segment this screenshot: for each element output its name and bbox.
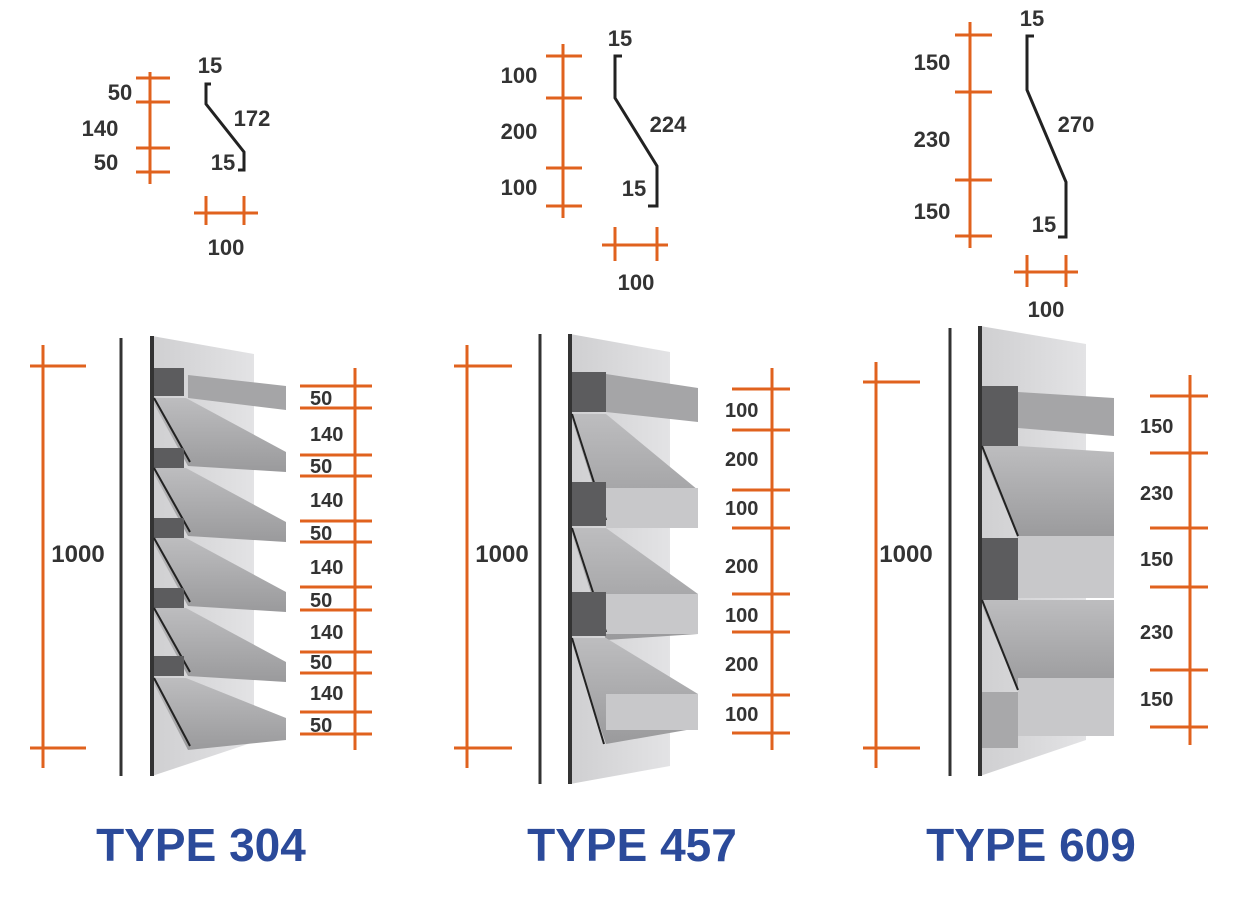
- type-609-blades: [981, 386, 1114, 748]
- type-457-profile-bottom-lip: 15: [622, 176, 646, 201]
- type-304-right-dim-5: 50: [310, 523, 332, 545]
- type-457-height-dim-line: [454, 345, 512, 768]
- type-304-profile-shape: [204, 82, 246, 172]
- type-304-right-dim-1: 50: [310, 388, 332, 410]
- type-457-group: 100 200 100 15 224 15 100 1000: [454, 26, 790, 784]
- type-304-profile-dim-2: 140: [82, 116, 119, 141]
- type-457-profile-top-lip: 15: [608, 26, 632, 51]
- type-457-profile-left-dim-line: [546, 44, 582, 218]
- type-609-profile-width: 100: [1028, 297, 1065, 322]
- type-304-group: 50 140 50 15 172 15 100 1000: [30, 53, 372, 776]
- type-304-right-dim-2: 140: [310, 424, 343, 446]
- type-609-profile-slope: 270: [1058, 112, 1095, 137]
- type-609-profile-shape: [1025, 34, 1068, 239]
- type-609-height-dim-line: [863, 362, 920, 768]
- type-457-profile-dim-2: 200: [501, 119, 538, 144]
- type-609-profile-top-lip: 15: [1020, 6, 1044, 31]
- type-457-profile-shape: [613, 54, 659, 208]
- type-457-profile-dim-3: 100: [501, 175, 538, 200]
- type-457-right-dim-5: 100: [725, 605, 758, 627]
- type-609-profile-width-dim-line: [1014, 255, 1078, 287]
- type-304-right-dim-line: [300, 368, 372, 750]
- type-304-right-dim-4: 140: [310, 490, 343, 512]
- type-304-right-dim-7: 50: [310, 590, 332, 612]
- type-457-blades: [571, 372, 698, 745]
- type-304-blades: [153, 368, 286, 750]
- type-457-profile-dim-1: 100: [501, 63, 538, 88]
- type-304-profile-dim-3: 50: [94, 150, 118, 175]
- type-304-profile-width-dim-line: [194, 196, 258, 225]
- type-609-right-dim-3: 150: [1140, 549, 1173, 571]
- type-609-profile-left-dim-line: [955, 22, 992, 248]
- type-457-profile: 100 200 100 15 224 15 100: [501, 26, 687, 295]
- type-457-louvre: [538, 334, 698, 784]
- type-609-profile-dim-2: 230: [914, 127, 951, 152]
- type-609-right-dim-5: 150: [1140, 689, 1173, 711]
- type-304-right-dim-6: 140: [310, 557, 343, 579]
- type-304-right-dim-10: 140: [310, 683, 343, 705]
- type-304-profile-top-lip: 15: [198, 53, 222, 78]
- type-304-profile: 50 140 50 15 172 15 100: [82, 53, 271, 260]
- type-609-profile: 150 230 150 15 270 15 100: [914, 6, 1095, 322]
- type-304-height-label: 1000: [51, 541, 104, 568]
- type-609-title: TYPE 609: [926, 819, 1136, 871]
- type-304-profile-left-dim-line: [136, 72, 170, 184]
- type-457-right-dim-3: 100: [725, 498, 758, 520]
- type-609-profile-dim-3: 150: [914, 199, 951, 224]
- type-457-title: TYPE 457: [527, 819, 737, 871]
- type-457-right-dim-4: 200: [725, 556, 758, 578]
- type-609-right-dim-2: 230: [1140, 483, 1173, 505]
- type-304-profile-width: 100: [208, 235, 245, 260]
- type-609-right-dim-labels: 150 230 150 230 150: [1140, 416, 1173, 711]
- type-304-title: TYPE 304: [96, 819, 306, 871]
- type-304-profile-bottom-lip: 15: [211, 150, 235, 175]
- type-609-right-dim-4: 230: [1140, 622, 1173, 644]
- type-457-right-dim-line: [732, 368, 790, 750]
- type-457-right-dim-1: 100: [725, 400, 758, 422]
- type-457-profile-width: 100: [618, 270, 655, 295]
- type-609-right-dim-1: 150: [1140, 416, 1173, 438]
- type-457-profile-slope: 224: [650, 112, 687, 137]
- type-304-height-dim-line: [30, 345, 86, 768]
- type-457-right-dim-7: 100: [725, 704, 758, 726]
- type-304-louvre: [119, 336, 286, 776]
- type-609-louvre: [948, 326, 1114, 776]
- type-304-profile-dim-1: 50: [108, 80, 132, 105]
- type-304-right-dim-11: 50: [310, 715, 332, 737]
- type-304-right-dim-labels: 50 140 50 140 50 140 50 140 50 140 50: [310, 388, 343, 737]
- type-304-right-dim-3: 50: [310, 456, 332, 478]
- type-609-right-dim-line: [1150, 375, 1208, 745]
- type-457-right-dim-labels: 100 200 100 200 100 200 100: [725, 400, 758, 726]
- type-457-right-dim-6: 200: [725, 654, 758, 676]
- type-609-group: 150 230 150 15 270 15 100 1000: [863, 6, 1208, 776]
- type-609-profile-dim-1: 150: [914, 50, 951, 75]
- type-304-profile-slope: 172: [234, 106, 271, 131]
- type-304-right-dim-8: 140: [310, 622, 343, 644]
- type-609-height-label: 1000: [879, 541, 932, 568]
- type-304-right-dim-9: 50: [310, 652, 332, 674]
- type-457-height-label: 1000: [475, 541, 528, 568]
- type-609-profile-bottom-lip: 15: [1032, 212, 1056, 237]
- type-457-profile-width-dim-line: [602, 227, 668, 261]
- type-457-right-dim-2: 200: [725, 449, 758, 471]
